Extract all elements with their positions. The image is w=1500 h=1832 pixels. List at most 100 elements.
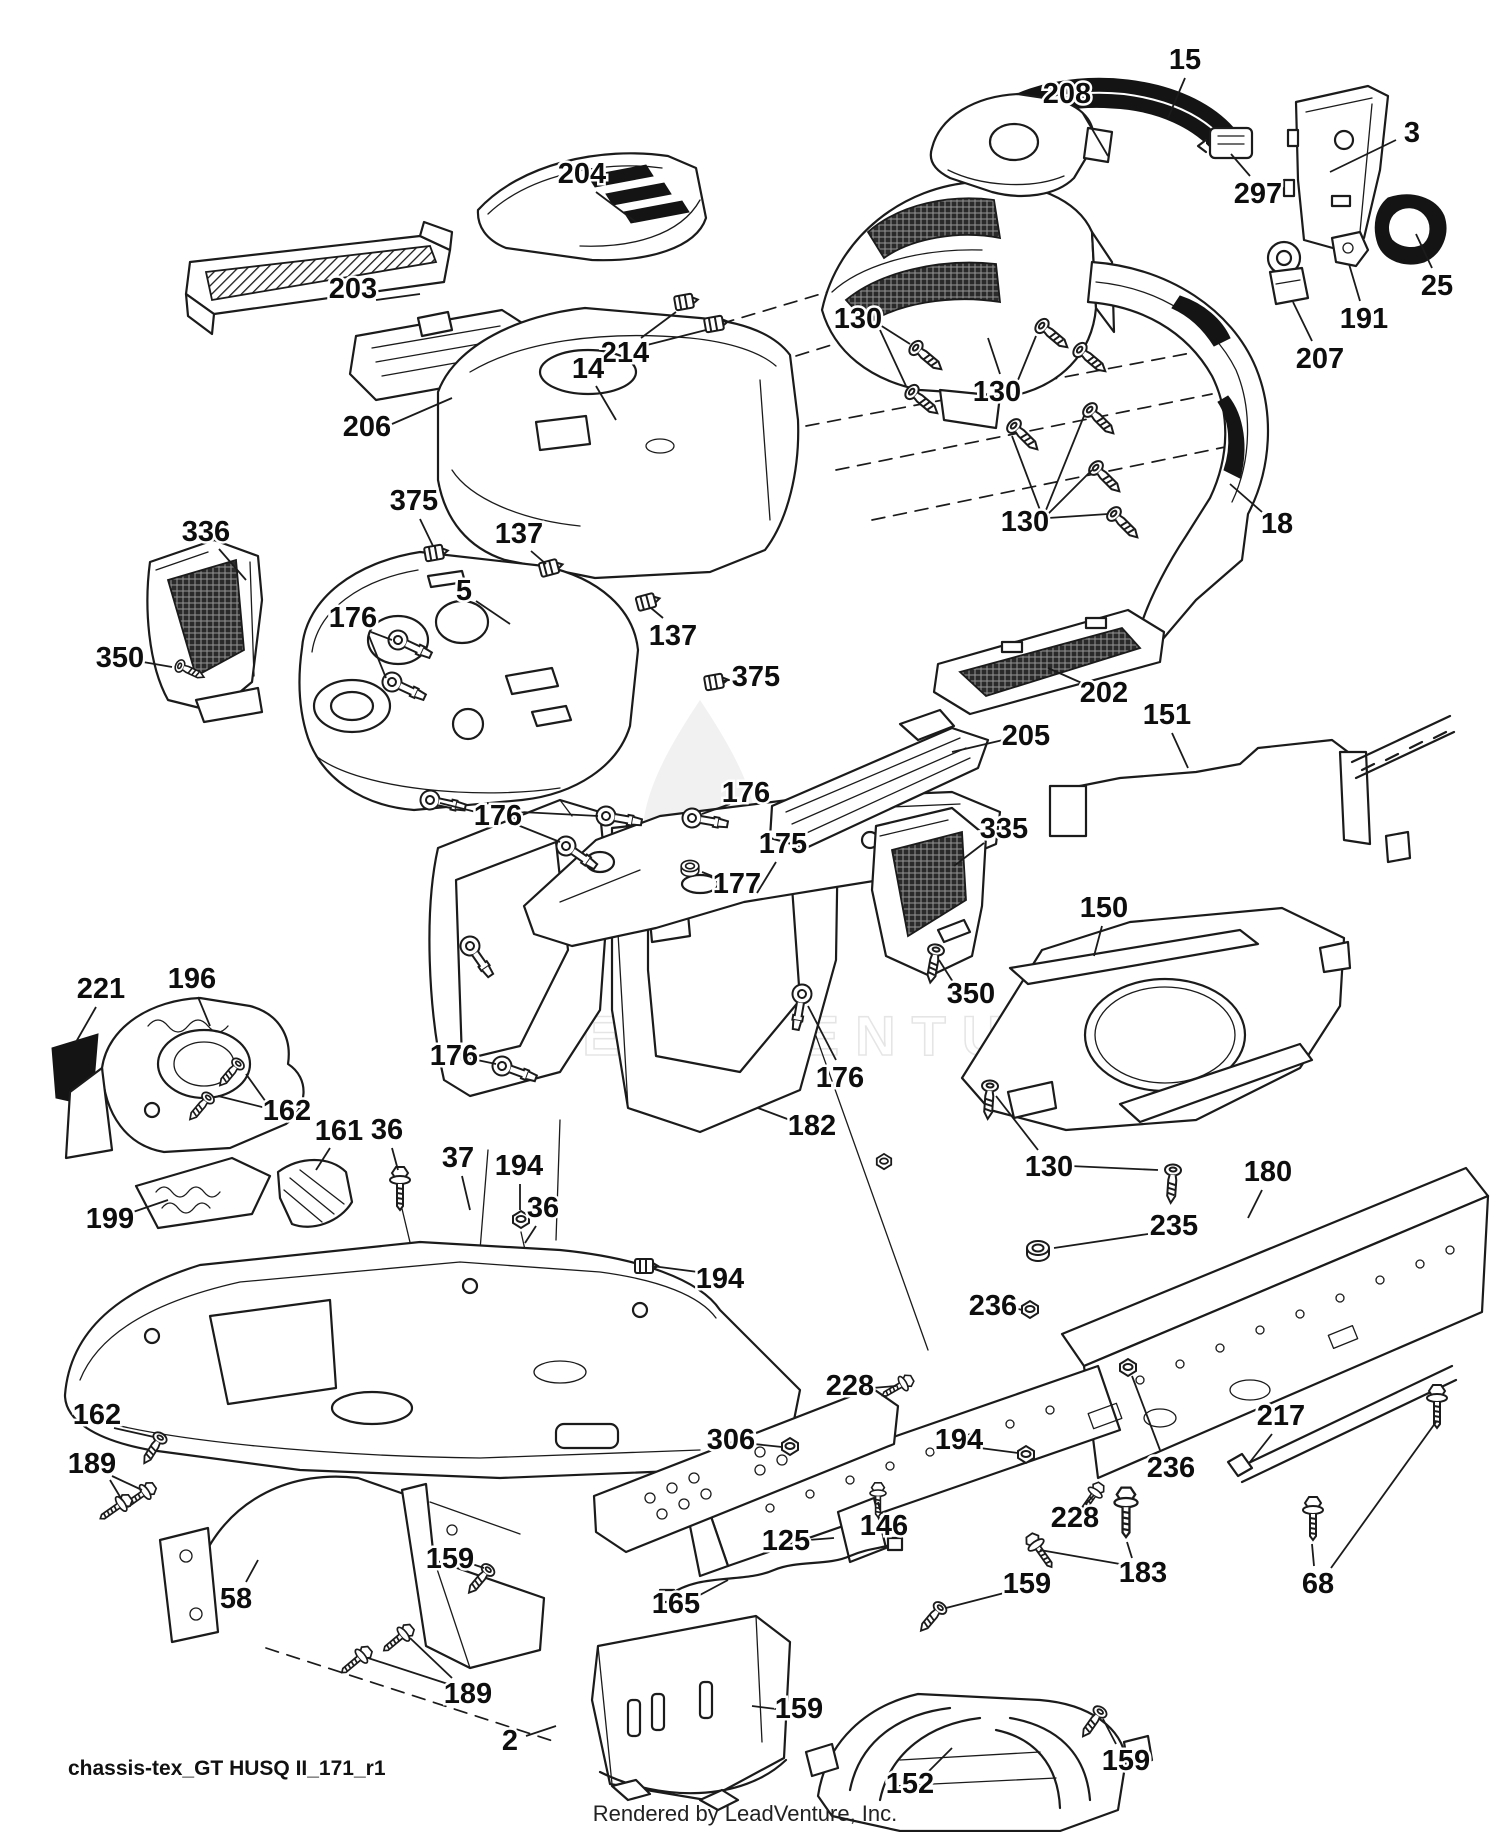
part-number-label: 217	[1257, 1400, 1305, 1432]
leader-line	[651, 1265, 699, 1273]
leader-line	[871, 1385, 897, 1389]
part-number-label: 5	[456, 575, 472, 607]
leader-line	[595, 385, 617, 421]
part-number-label: 203	[329, 273, 377, 305]
leader-line	[701, 871, 718, 879]
part-number-label: 37	[442, 1142, 474, 1174]
part-number-label: 228	[826, 1370, 874, 1402]
leader-line	[375, 293, 421, 301]
part-number-label: 177	[713, 868, 761, 900]
part-number-label: 221	[77, 973, 125, 1005]
leader-line	[697, 1579, 729, 1597]
part-number-label: 199	[86, 1203, 134, 1235]
part-number-label: 236	[969, 1290, 1017, 1322]
hood-scoop-204	[476, 152, 708, 262]
trim-25	[1374, 194, 1447, 265]
leader-line	[461, 1175, 471, 1211]
part-number-label: 204	[558, 158, 606, 190]
frame-rail-180	[686, 1166, 1490, 1578]
part-number-label: 182	[788, 1110, 836, 1142]
leader-line	[520, 811, 599, 817]
side-panel-336	[146, 538, 264, 724]
leader-line	[142, 661, 173, 668]
part-number-label: 36	[371, 1114, 403, 1146]
vent-strip-205	[768, 708, 990, 850]
part-number-label: 162	[73, 1399, 121, 1431]
leader-line	[1053, 1233, 1149, 1249]
part-number-label: 159	[775, 1693, 823, 1725]
leader-line	[879, 329, 907, 387]
part-number-label: 189	[444, 1678, 492, 1710]
part-number-label: 183	[1119, 1557, 1167, 1589]
leader-line	[1039, 1549, 1121, 1565]
part-number-label: 137	[495, 518, 543, 550]
part-number-label: 206	[343, 411, 391, 443]
grille-bar-203	[184, 220, 454, 336]
leader-line	[419, 518, 434, 547]
part-number-label: 194	[495, 1150, 543, 1182]
part-number-label: 208	[1043, 78, 1091, 110]
leader-line	[753, 1443, 783, 1448]
callout-layer: 1520832972042032062141413013013025191207…	[65, 42, 1455, 1803]
part-number-label: 146	[860, 1510, 908, 1542]
part-number-label: 15	[1169, 44, 1201, 76]
part-number-label: 180	[1244, 1156, 1292, 1188]
part-number-label: 375	[732, 661, 780, 693]
leader-line	[1014, 1307, 1023, 1311]
leader-line	[595, 191, 637, 223]
part-number-label: 2	[502, 1725, 518, 1757]
leader-line	[197, 996, 211, 1027]
part-number-label: 130	[1025, 1151, 1073, 1183]
part-number-label: 150	[1080, 892, 1128, 924]
part-number-label: 161	[315, 1115, 363, 1147]
part-number-label: 175	[759, 828, 807, 860]
part-number-label: 176	[816, 1062, 864, 1094]
part-number-label: 159	[1003, 1568, 1051, 1600]
part-number-label: 350	[96, 642, 144, 674]
side-plate-3	[1282, 84, 1390, 252]
part-number-label: 165	[652, 1588, 700, 1620]
leader-line	[1102, 1718, 1117, 1745]
latch-207	[1266, 240, 1310, 306]
leader-line	[471, 1563, 485, 1569]
leader-line	[1131, 1375, 1161, 1451]
leader-line	[1017, 335, 1037, 381]
part-number-label: 137	[649, 620, 697, 652]
leader-line	[1093, 925, 1103, 957]
part-number-label: 236	[1147, 1452, 1195, 1484]
leader-line	[1167, 77, 1186, 119]
leader-line	[1311, 1543, 1315, 1567]
leader-line	[111, 1475, 143, 1491]
leader-line	[1085, 1494, 1095, 1505]
trim-161	[276, 1159, 354, 1228]
part-number-label: 14	[572, 353, 604, 385]
leader-line	[1330, 1421, 1437, 1569]
leader-line	[807, 1537, 835, 1541]
leader-line	[1415, 233, 1433, 269]
part-number-label: 336	[182, 516, 230, 548]
hood-front-section	[820, 180, 1116, 430]
leader-line	[807, 1005, 837, 1061]
leader-line	[1047, 667, 1085, 685]
fender-chassis-assembly	[63, 1240, 802, 1480]
part-number-label: 152	[886, 1768, 934, 1800]
part-number-label: 194	[696, 1263, 744, 1295]
chassis-brace-58	[158, 1475, 546, 1670]
leader-line	[927, 1747, 953, 1773]
drawbar-rod-217	[1226, 1364, 1458, 1484]
part-number-label: 207	[1296, 343, 1344, 375]
seat-bracket-152	[804, 1692, 1154, 1832]
leader-line	[409, 1637, 453, 1679]
leader-line	[1047, 513, 1109, 519]
leader-line	[1292, 301, 1313, 342]
leader-line	[701, 803, 731, 815]
part-number-label: 350	[947, 978, 995, 1010]
leader-line	[514, 823, 561, 843]
leader-line	[995, 1095, 1039, 1151]
support-bracket-151	[1048, 714, 1456, 864]
leader-line	[245, 1073, 267, 1103]
leader-line	[1069, 1165, 1159, 1171]
part-number-label: 162	[263, 1095, 311, 1127]
frame-plate-150	[960, 906, 1352, 1132]
part-number-label: 176	[329, 602, 377, 634]
